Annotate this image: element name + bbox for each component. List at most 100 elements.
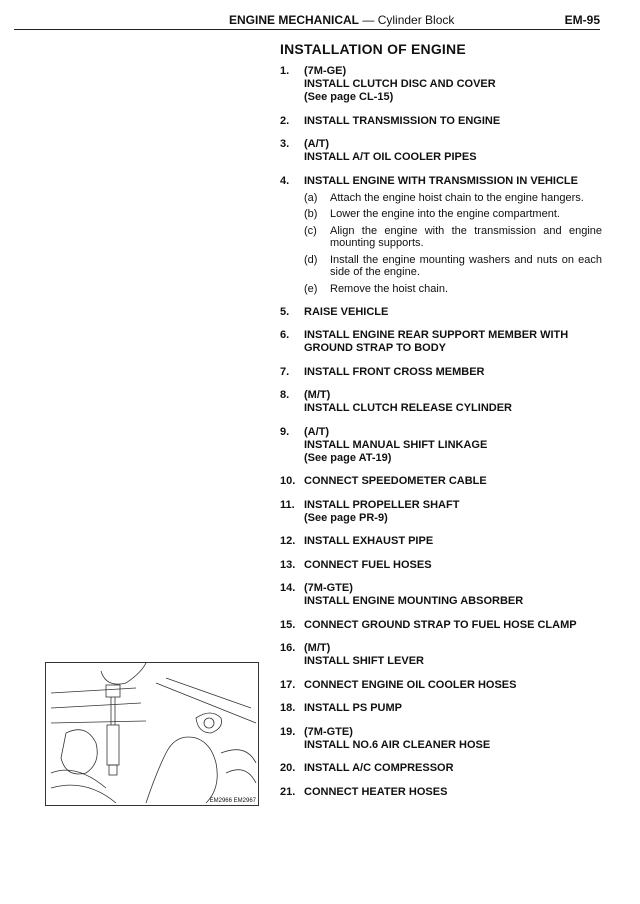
step-text: INSTALL EXHAUST PIPE [304, 535, 602, 548]
step-item: 18.INSTALL PS PUMP [280, 702, 602, 715]
step-text: INSTALL ENGINE WITH TRANSMISSION IN VEHI… [304, 175, 602, 296]
step-text: CONNECT HEATER HOSES [304, 786, 602, 799]
step-item: 11.INSTALL PROPELLER SHAFT(See page PR-9… [280, 499, 602, 525]
step-line: INSTALL MANUAL SHIFT LINKAGE [304, 438, 488, 451]
step-item: 1. (7M-GE)INSTALL CLUTCH DISC AND COVER(S… [280, 65, 602, 104]
step-number: 8. [280, 389, 290, 401]
section-name: ENGINE MECHANICAL [229, 13, 360, 27]
step-item: 17. CONNECT ENGINE OIL COOLER HOSES [280, 679, 602, 692]
step-line: CONNECT GROUND STRAP TO FUEL HOSE CLAMP [304, 618, 577, 631]
separator: — [362, 13, 375, 27]
step-text: (A/T)INSTALL A/T OIL COOLER PIPES [304, 138, 602, 164]
substep: (c) Align the engine with the transmissio… [304, 225, 602, 250]
step-item: 12. INSTALL EXHAUST PIPE [280, 535, 602, 548]
step-number: 21. [280, 785, 296, 798]
substep: (a) Attach the engine hoist chain to the … [304, 192, 602, 205]
hoist-illustration-icon [50, 662, 257, 804]
step-item: 9.(A/T)INSTALL MANUAL SHIFT LINKAGE(See … [280, 426, 602, 465]
step-line: CONNECT ENGINE OIL COOLER HOSES [304, 678, 517, 691]
step-line: INSTALL ENGINE WITH TRANSMISSION IN VEHI… [304, 174, 578, 187]
engine-illustration: EM2966 EM2967 [45, 662, 259, 806]
substep-text: Align the engine with the transmission a… [330, 224, 602, 250]
step-text: RAISE VEHICLE [304, 306, 602, 319]
step-line: CONNECT HEATER HOSES [304, 785, 448, 798]
subsection-name: Cylinder Block [377, 13, 455, 27]
step-number: 13. [280, 558, 296, 571]
step-line: INSTALL ENGINE MOUNTING ABSORBER [304, 595, 524, 607]
step-item: 6. INSTALL ENGINE REAR SUPPORT MEMBER WIT… [280, 329, 602, 355]
step-number: 5. [280, 305, 290, 318]
step-item: 21. CONNECT HEATER HOSES [280, 786, 602, 799]
step-text: INSTALL FRONT CROSS MEMBER [304, 366, 602, 379]
step-text: (M/T)INSTALL SHIFT LEVER [304, 642, 602, 668]
step-number: 17. [280, 678, 296, 691]
step-item: 14. (7M-GTE)INSTALL ENGINE MOUNTING ABSOR… [280, 582, 602, 608]
step-line: INSTALL A/T OIL COOLER PIPES [304, 151, 477, 163]
substep-text: Remove the hoist chain. [330, 282, 449, 295]
step-item: 5. RAISE VEHICLE [280, 306, 602, 319]
step-line: (See page CL-15) [304, 91, 394, 103]
step-line: CONNECT SPEEDOMETER CABLE [304, 475, 487, 487]
step-line: INSTALL NO.6 AIR CLEANER HOSE [304, 738, 491, 751]
step-item: 3.(A/T)INSTALL A/T OIL COOLER PIPES [280, 138, 602, 164]
step-line: (See page AT-19) [304, 451, 392, 464]
step-number: 4. [280, 174, 290, 187]
step-number: 7. [280, 365, 290, 378]
step-number: 12. [280, 535, 296, 547]
step-text: CONNECT SPEEDOMETER CABLE [304, 475, 602, 488]
step-number: 10. [280, 475, 296, 487]
step-line: INSTALL CLUTCH DISC AND COVER [304, 78, 496, 90]
step-item: 4. INSTALL ENGINE WITH TRANSMISSION IN VE… [280, 175, 602, 296]
step-number: 15. [280, 618, 296, 631]
substep-label: (d) [304, 253, 318, 266]
substep: (d)Install the engine mounting washers a… [304, 254, 602, 279]
step-item: 13. CONNECT FUEL HOSES [280, 559, 602, 572]
step-text: CONNECT FUEL HOSES [304, 559, 602, 572]
step-line: (7M-GTE) [304, 725, 353, 738]
page-header: ENGINE MECHANICAL — Cylinder Block EM-95 [14, 10, 600, 30]
step-number: 6. [280, 329, 290, 341]
figure-caption: EM2966 EM2967 [209, 798, 256, 804]
step-line: INSTALL TRANSMISSION TO ENGINE [304, 114, 501, 127]
step-line: RAISE VEHICLE [304, 305, 389, 318]
step-text: INSTALL TRANSMISSION TO ENGINE [304, 115, 602, 128]
substep-text: Attach the engine hoist chain to the eng… [330, 191, 584, 204]
step-text: INSTALL A/C COMPRESSOR [304, 762, 602, 775]
step-line: INSTALL PROPELLER SHAFT [304, 498, 460, 511]
step-line: INSTALL CLUTCH RELEASE CYLINDER [304, 402, 512, 414]
step-number: 1. [280, 65, 290, 77]
step-item: 15. CONNECT GROUND STRAP TO FUEL HOSE CLA… [280, 619, 602, 632]
step-line: INSTALL PS PUMP [304, 702, 402, 714]
step-line: (7M-GE) [304, 65, 347, 77]
step-number: 2. [280, 114, 290, 127]
step-item: 16. (M/T)INSTALL SHIFT LEVER [280, 642, 602, 668]
step-line: CONNECT FUEL HOSES [304, 558, 432, 571]
step-line: (M/T) [304, 642, 331, 654]
step-text: (7M-GTE)INSTALL ENGINE MOUNTING ABSORBER [304, 582, 602, 608]
step-line: INSTALL EXHAUST PIPE [304, 535, 434, 547]
step-number: 14. [280, 582, 296, 594]
step-line: INSTALL ENGINE REAR SUPPORT MEMBER WITH … [304, 329, 569, 354]
step-item: 7. INSTALL FRONT CROSS MEMBER [280, 366, 602, 379]
substep-label: (c) [304, 224, 317, 237]
step-item: 10. CONNECT SPEEDOMETER CABLE [280, 475, 602, 488]
step-line: INSTALL FRONT CROSS MEMBER [304, 365, 485, 378]
step-line: (M/T) [304, 389, 331, 401]
substep: (e) Remove the hoist chain. [304, 283, 602, 296]
step-item: 20. INSTALL A/C COMPRESSOR [280, 762, 602, 775]
step-line: INSTALL SHIFT LEVER [304, 655, 424, 667]
substep-label: (a) [304, 191, 318, 204]
step-number: 20. [280, 762, 296, 774]
step-line: (7M-GTE) [304, 582, 353, 594]
step-number: 16. [280, 642, 296, 654]
step-line: (See page PR-9) [304, 511, 388, 524]
step-text: (A/T)INSTALL MANUAL SHIFT LINKAGE(See pa… [304, 426, 602, 465]
step-text: CONNECT ENGINE OIL COOLER HOSES [304, 679, 602, 692]
section-title: INSTALLATION OF ENGINE [280, 41, 466, 57]
substep: (b)Lower the engine into the engine comp… [304, 208, 602, 221]
steps-list: 1.(7M-GE)INSTALL CLUTCH DISC AND COVER(S… [280, 65, 602, 809]
step-text: INSTALL PS PUMP [304, 702, 602, 715]
substep-text: Lower the engine into the engine compart… [330, 208, 560, 220]
substep-label: (e) [304, 282, 318, 295]
